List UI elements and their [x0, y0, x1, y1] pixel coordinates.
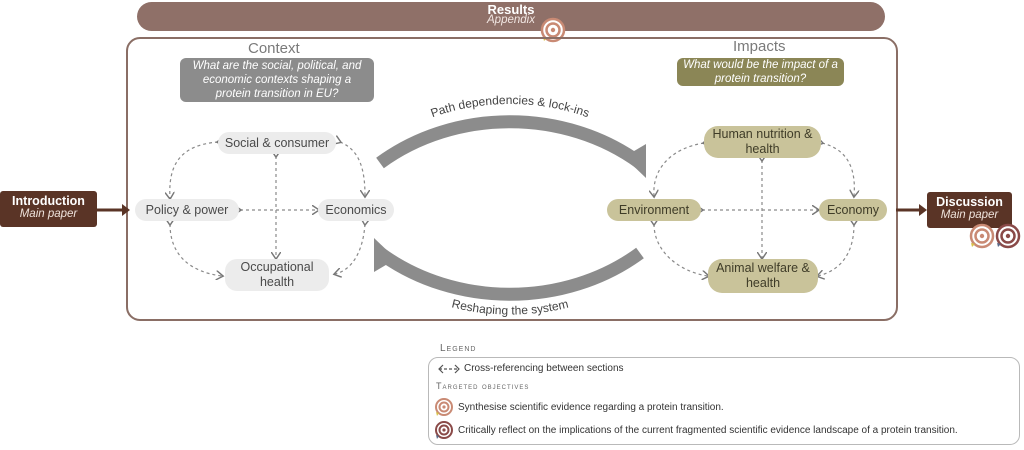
discussion-box: Discussion Main paper	[927, 192, 1012, 228]
introduction-title: Introduction	[12, 194, 85, 208]
legend-box	[428, 357, 1020, 445]
node-occupational-health: Occupational health	[225, 259, 329, 291]
results-bar	[137, 2, 885, 31]
discussion-arrow	[896, 204, 927, 216]
node-environment: Environment	[607, 199, 701, 221]
intro-arrow	[97, 204, 130, 216]
node-economy: Economy	[819, 199, 887, 221]
legend-objective-2: Critically reflect on the implications o…	[458, 425, 958, 436]
discussion-subtitle: Main paper	[940, 209, 999, 221]
node-animal-welfare: Animal welfare & health	[708, 259, 818, 293]
node-policy-power: Policy & power	[135, 199, 239, 221]
introduction-box: Introduction Main paper	[0, 191, 97, 227]
dashed-double-arrow-icon	[438, 364, 460, 374]
discussion-title: Discussion	[936, 195, 1003, 209]
results-title: Results	[487, 2, 535, 17]
context-title: Context	[248, 40, 300, 57]
results-subtitle: Appendix	[487, 14, 535, 26]
node-social-consumer: Social & consumer	[218, 132, 336, 154]
legend-objective-1: Synthesise scientific evidence regarding…	[458, 402, 724, 413]
node-human-nutrition: Human nutrition & health	[704, 126, 821, 158]
target-icon-objective-2	[435, 421, 453, 439]
bottom-big-arrow	[374, 238, 644, 301]
bottom-arrow-label: Reshaping the system	[450, 296, 569, 317]
target-icon-light	[969, 223, 995, 249]
target-icon-objective-1	[435, 398, 453, 416]
impacts-title: Impacts	[733, 38, 786, 55]
node-economics: Economics	[318, 199, 394, 221]
introduction-subtitle: Main paper	[19, 208, 78, 220]
legend-cross-ref: Cross-referencing between sections	[464, 363, 624, 374]
target-icon-dark	[995, 223, 1021, 249]
top-big-arrow	[376, 115, 646, 178]
discussion-target-icons	[969, 223, 1021, 249]
target-icon	[540, 17, 566, 43]
impacts-question: What would be the impact of a protein tr…	[677, 58, 844, 86]
legend-targeted-title: Targeted objectives	[436, 381, 530, 391]
legend-title: Legend	[440, 343, 477, 354]
results-bracket	[126, 37, 898, 321]
context-question: What are the social, political, and econ…	[180, 58, 374, 102]
